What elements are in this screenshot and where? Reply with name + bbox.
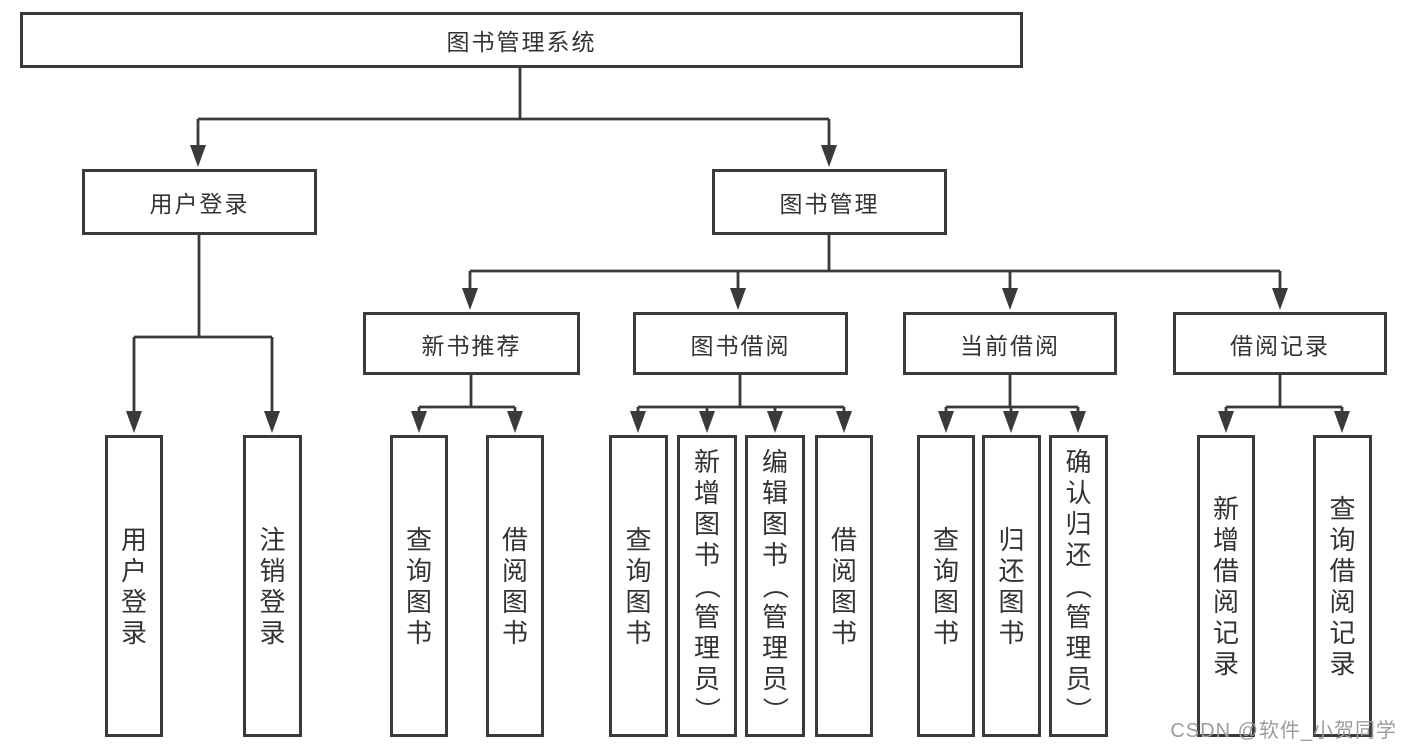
node-label: 新书推荐 <box>421 332 522 359</box>
leaf-edit-books-admin: 编辑图书（管理员） <box>745 435 805 737</box>
leaf-borrow-books-borrowing: 借阅图书 <box>815 435 873 737</box>
node-label: 图书管理 <box>779 191 880 217</box>
node-label: 新增图书（管理员） <box>691 447 722 724</box>
node-user-login: 用户登录 <box>82 169 317 235</box>
node-label: 用户登录 <box>149 191 250 217</box>
leaf-logout-login: 注销登录 <box>243 435 302 737</box>
node-label: 确认归还（管理员） <box>1063 447 1094 724</box>
node-label: 查询图书 <box>405 524 432 648</box>
leaf-user-login: 用户登录 <box>105 435 163 737</box>
leaf-add-borrow-record: 新增借阅记录 <box>1197 435 1255 737</box>
leaf-query-books-recommend: 查询图书 <box>390 435 448 737</box>
node-label: 用户登录 <box>120 524 147 648</box>
node-new-book-recommend: 新书推荐 <box>363 312 580 375</box>
leaf-confirm-return-admin: 确认归还（管理员） <box>1049 435 1108 737</box>
node-label: 查询借阅记录 <box>1329 493 1356 679</box>
node-label: 新增借阅记录 <box>1212 493 1239 679</box>
leaf-add-books-admin: 新增图书（管理员） <box>677 435 737 737</box>
watermark: CSDN @软件_小贺同学 <box>1170 720 1397 742</box>
node-label: 图书管理系统 <box>446 29 597 55</box>
node-label: 借阅图书 <box>830 524 857 648</box>
node-library-system: 图书管理系统 <box>20 12 1023 68</box>
node-label: 注销登录 <box>259 524 286 648</box>
leaf-query-borrow-record: 查询借阅记录 <box>1313 435 1372 737</box>
node-label: 归还图书 <box>998 524 1025 648</box>
node-label: 当前借阅 <box>960 332 1060 359</box>
node-current-borrowing: 当前借阅 <box>903 312 1117 375</box>
node-label: 借阅记录 <box>1230 332 1330 359</box>
node-book-borrowing: 图书借阅 <box>633 312 848 375</box>
node-label: 查询图书 <box>932 524 959 648</box>
node-book-management: 图书管理 <box>712 169 947 235</box>
leaf-query-books-borrowing: 查询图书 <box>609 435 668 737</box>
node-label: 编辑图书（管理员） <box>759 447 790 724</box>
leaf-borrow-books-recommend: 借阅图书 <box>486 435 544 737</box>
node-label: 借阅图书 <box>501 524 528 648</box>
node-label: 图书借阅 <box>690 332 791 359</box>
leaf-return-books: 归还图书 <box>982 435 1041 737</box>
arrowheads <box>126 145 1350 433</box>
node-borrowing-records: 借阅记录 <box>1173 312 1387 375</box>
node-label: 查询图书 <box>625 524 652 648</box>
leaf-query-books-current: 查询图书 <box>917 435 975 737</box>
